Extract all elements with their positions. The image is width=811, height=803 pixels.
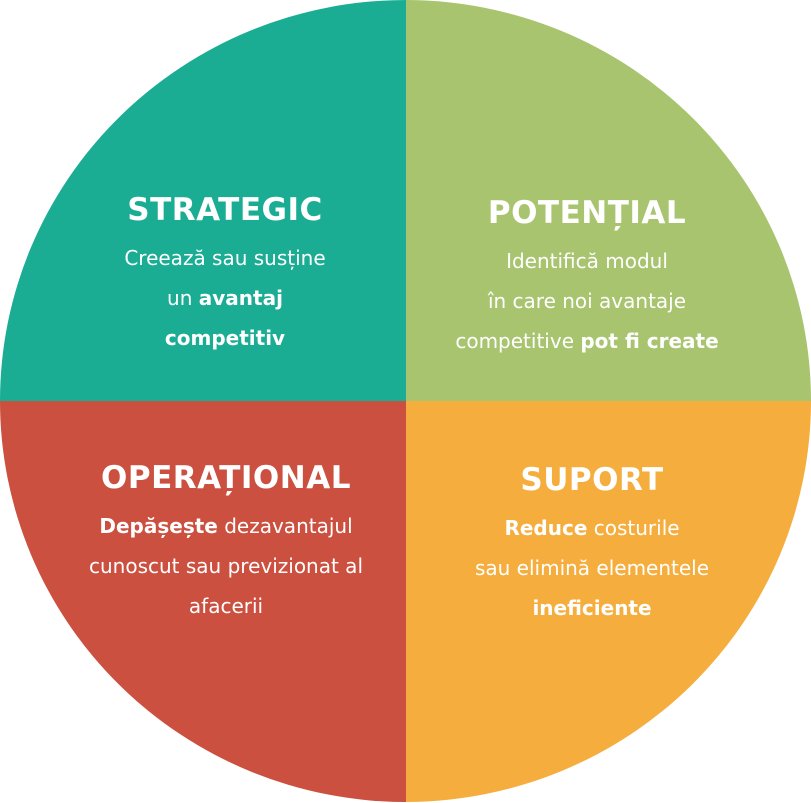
potential-label: POTENȚIAL Identifică modul în care noi a…	[437, 193, 737, 361]
potential-line-2: în care noi avantaje	[487, 289, 687, 313]
operational-description: Depășește dezavantajul cunoscut sau prev…	[75, 506, 377, 626]
strategic-line-2-bold: avantaj	[198, 286, 283, 310]
support-line-1-post: costurile	[587, 516, 680, 540]
support-line-2: sau elimină elementele	[474, 556, 710, 580]
support-title: SUPORT	[520, 462, 664, 498]
potential-title: POTENȚIAL	[487, 195, 687, 231]
operational-line-3: afacerii	[188, 594, 264, 618]
operational-label: OPERAȚIONAL Depășește dezavantajul cunos…	[75, 458, 377, 626]
operational-line-2: cunoscut sau previzionat al	[89, 554, 363, 578]
support-description: Reduce costurile sau elimină elementele …	[442, 508, 742, 628]
support-line-1-bold: Reduce	[504, 516, 588, 540]
strategic-label: STRATEGIC Creează sau susține un avantaj…	[75, 190, 375, 358]
potential-description: Identifică modul în care noi avantaje co…	[437, 241, 737, 361]
quadrant-operational	[0, 401, 406, 802]
quadrant-support	[406, 401, 811, 802]
quadrant-potential	[406, 0, 811, 401]
strategic-line-1: Creează sau susține	[124, 246, 326, 270]
support-line-3-bold: ineficiente	[532, 596, 652, 620]
potential-line-1: Identifică modul	[506, 249, 668, 273]
quadrant-strategic	[0, 0, 406, 401]
potential-line-3-pre: competitive	[455, 329, 581, 353]
support-label: SUPORT Reduce costurile sau elimină elem…	[442, 460, 742, 628]
strategic-description: Creează sau susține un avantaj competiti…	[75, 238, 375, 358]
potential-line-3-bold: pot fi create	[580, 329, 719, 353]
strategic-title: STRATEGIC	[127, 192, 323, 228]
operational-line-1-post: dezavantajul	[217, 514, 353, 538]
strategic-line-3-bold: competitiv	[164, 326, 286, 350]
operational-line-1-bold: Depășește	[99, 514, 218, 538]
operational-title: OPERAȚIONAL	[101, 460, 351, 496]
strategic-line-2-pre: un	[167, 286, 199, 310]
